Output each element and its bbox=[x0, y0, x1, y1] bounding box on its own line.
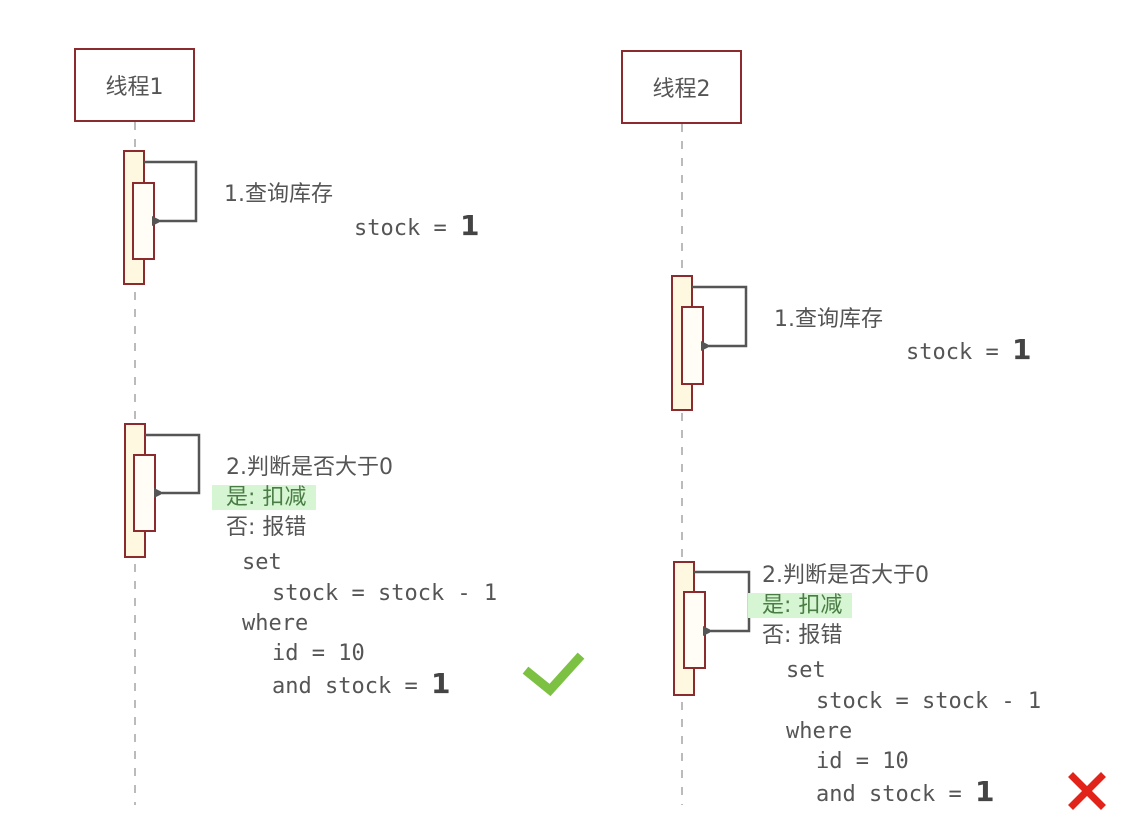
actor-thread1: 线程1 bbox=[74, 48, 195, 122]
sql-cond2: and stock = 1 bbox=[816, 777, 994, 810]
stock-value: 1 bbox=[459, 209, 480, 242]
activation-thread2-step1 bbox=[671, 275, 748, 411]
self-call-arrow bbox=[144, 160, 198, 226]
self-call-arrow bbox=[692, 285, 748, 351]
activation-thread1-step2 bbox=[124, 423, 201, 558]
highlighted-yes-branch: 是: 扣减 bbox=[212, 485, 317, 510]
actor-thread2: 线程2 bbox=[621, 50, 742, 124]
expr: stock = bbox=[354, 216, 460, 241]
sql-cond2: and stock = 1 bbox=[272, 669, 450, 702]
self-call-arrow bbox=[145, 433, 201, 498]
cond2-value: 1 bbox=[430, 667, 451, 700]
actor-label: 线程2 bbox=[652, 77, 711, 102]
thread2-step2-yes: 是: 扣减 bbox=[748, 591, 853, 621]
cond2-expr: and stock = bbox=[816, 782, 975, 807]
thread2-step2-title: 2.判断是否大于0 bbox=[762, 563, 929, 588]
actor-label: 线程1 bbox=[105, 75, 164, 100]
sql-set: set bbox=[786, 658, 826, 683]
sql-set: set bbox=[242, 550, 282, 575]
activation-thread1-step1 bbox=[123, 150, 198, 285]
sql-set-expr: stock = stock - 1 bbox=[816, 689, 1042, 714]
stock-value: 1 bbox=[1011, 333, 1032, 366]
sql-set-expr: stock = stock - 1 bbox=[272, 581, 498, 606]
cond2-value: 1 bbox=[974, 775, 995, 808]
thread1-step1-title: 1.查询库存 bbox=[224, 182, 333, 207]
thread2-step2-no: 否: 报错 bbox=[762, 623, 843, 648]
cond2-expr: and stock = bbox=[272, 674, 431, 699]
expr: stock = bbox=[906, 340, 1012, 365]
check-icon bbox=[522, 652, 585, 697]
sql-where: where bbox=[242, 611, 309, 636]
sql-where: where bbox=[786, 719, 853, 744]
thread1-step2-no: 否: 报错 bbox=[226, 515, 307, 540]
thread1-step2-title: 2.判断是否大于0 bbox=[226, 455, 393, 480]
highlighted-yes-branch: 是: 扣减 bbox=[748, 593, 853, 618]
thread1-step1-result: stock = 1 bbox=[354, 211, 479, 244]
sql-cond1: id = 10 bbox=[272, 641, 365, 666]
thread2-step1-title: 1.查询库存 bbox=[774, 307, 883, 332]
thread1-step2-yes: 是: 扣减 bbox=[212, 483, 317, 513]
cross-icon bbox=[1068, 772, 1106, 810]
activation-thread2-step2 bbox=[673, 561, 751, 696]
thread2-step1-result: stock = 1 bbox=[906, 335, 1031, 368]
sql-cond1: id = 10 bbox=[816, 749, 909, 774]
